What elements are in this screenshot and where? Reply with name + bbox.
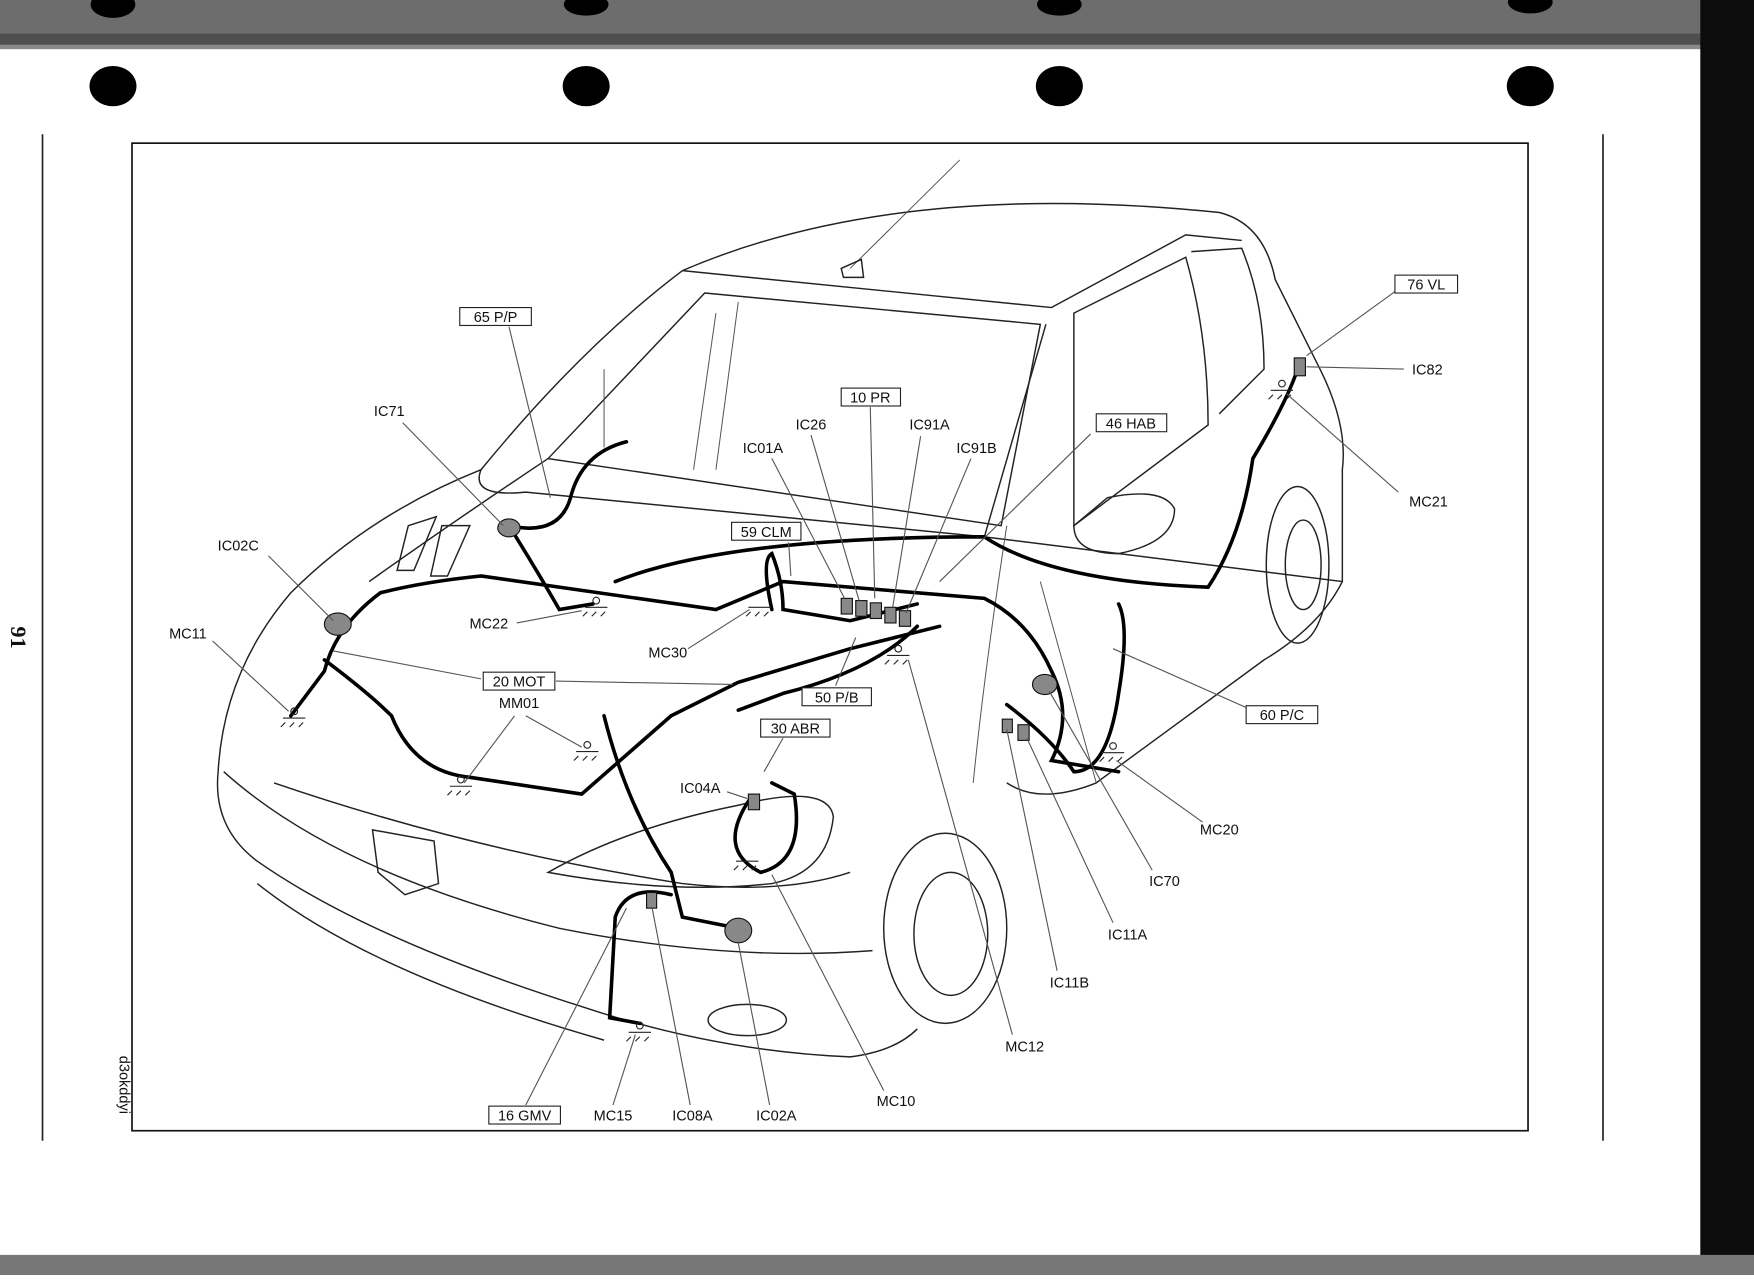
page-bottom-edge [0,1254,1754,1275]
connector-ic02a [724,917,753,944]
ground-points [280,379,1294,1042]
label-mc10: MC10 [877,1094,916,1110]
label-ic91a: IC91A [909,417,950,433]
connector-ic91a [884,606,897,624]
label-ic01a: IC01A [743,441,784,457]
connector-ic26 [855,600,868,617]
diagram-frame [131,142,1529,1132]
label-mc12: MC12 [1005,1039,1044,1055]
boxed-labels: 65 P/P 10 PR 46 HAB 76 VL 59 CLM 20 MOT … [459,274,1459,1125]
label-mc11: MC11 [169,627,207,643]
car-outline [216,159,1344,1058]
label-ic71: IC71 [374,404,405,420]
front-wheel [882,832,1008,1025]
label-mc15: MC15 [594,1109,633,1125]
label-mc30: MC30 [648,646,687,662]
connectors [323,357,1306,944]
connector-ic01a [840,597,853,615]
page-edge-shadow [1700,0,1754,1275]
label-mm01: MM01 [499,696,539,712]
label-ic02c: IC02C [218,538,259,554]
label-20-mot: 20 MOT [493,675,546,691]
connector-pr [869,602,883,620]
leader-lines [212,290,1404,1106]
connector-ic91b [898,610,912,627]
label-60-pc: 60 P/C [1260,708,1304,724]
connector-ic71 [497,518,521,538]
connector-ic04a [747,793,761,811]
fog-light [707,1003,788,1037]
label-16-gmv: 16 GMV [498,1109,552,1125]
label-ic11a: IC11A [1108,927,1148,943]
connector-ic08a [646,891,658,909]
component-labels: IC71 IC02C MC11 MC22 MC30 MM01 IC26 IC01… [169,363,1448,1125]
page-number: 91 [6,626,31,648]
label-mc20: MC20 [1200,822,1239,838]
reference-code: d3okddyi [116,1056,132,1114]
label-mc22: MC22 [469,617,508,633]
label-ic91b: IC91B [956,441,996,457]
label-ic04a: IC04A [680,781,721,797]
punch-holes [89,0,1554,107]
label-76-vl: 76 VL [1407,278,1445,294]
label-ic11b: IC11B [1050,976,1089,992]
connector-ic11a [1017,724,1030,741]
label-ic26: IC26 [796,417,827,433]
wiring-harness [289,367,1300,1026]
label-mc21: MC21 [1409,495,1448,511]
rear-wheel [1265,485,1330,644]
label-ic70: IC70 [1149,874,1180,890]
label-10-pr: 10 PR [850,391,890,407]
connector-ic82 [1293,357,1306,377]
label-46-hab: 46 HAB [1106,416,1156,432]
brand-logo-badge [371,828,440,896]
label-50-pb: 50 P/B [815,690,859,706]
label-ic02a: IC02A [756,1109,797,1125]
label-ic08a: IC08A [672,1109,713,1125]
connector-ic70 [1031,673,1058,696]
label-ic82: IC82 [1412,363,1443,379]
label-59-clm: 59 CLM [741,525,792,541]
label-65-pp: 65 P/P [474,310,518,326]
label-30-abr: 30 ABR [771,722,820,738]
